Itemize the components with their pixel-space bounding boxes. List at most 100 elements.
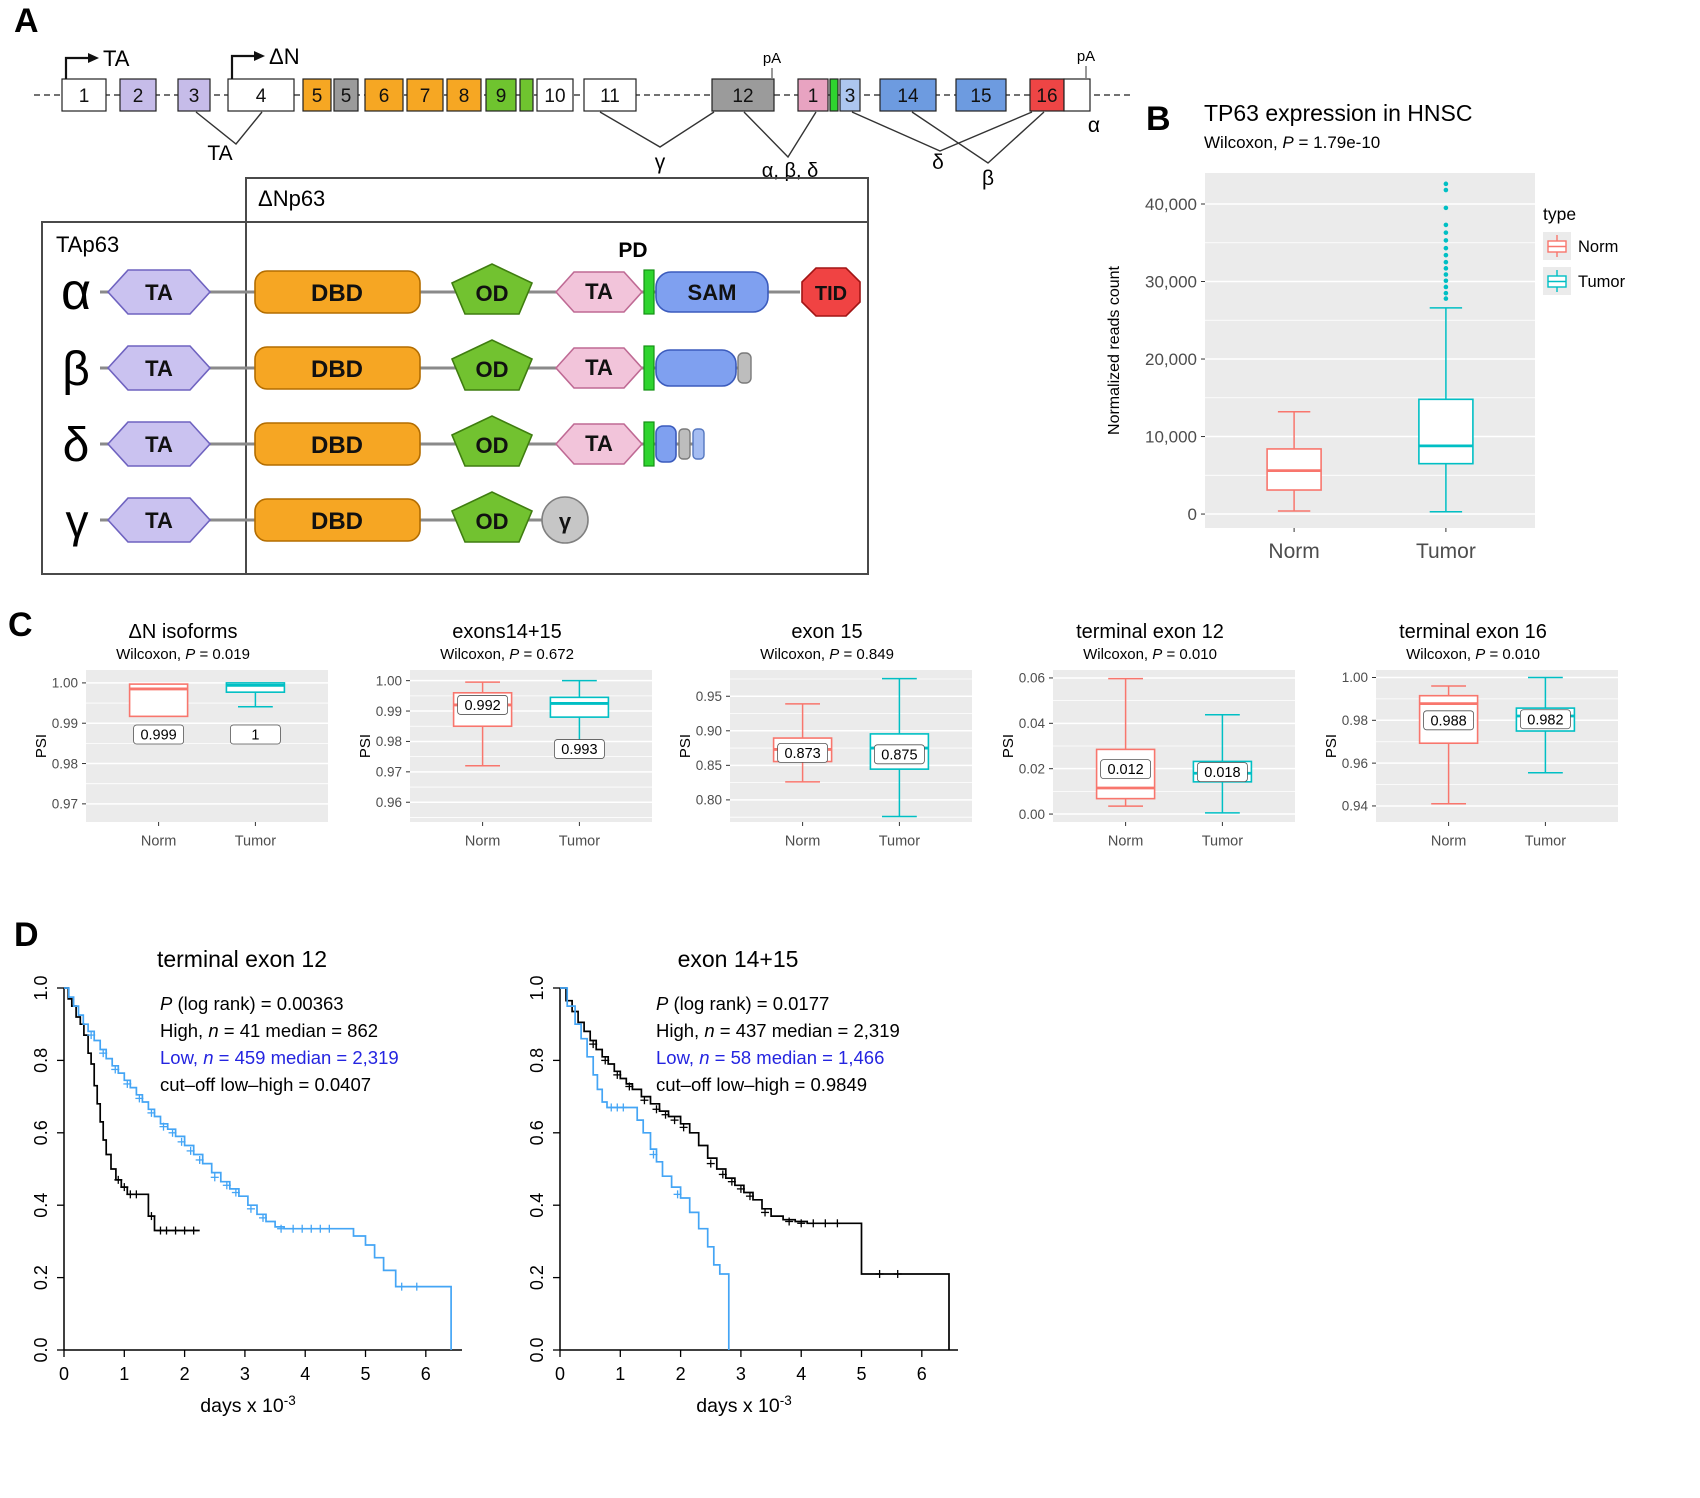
y-tick-label: 1.0 [527, 975, 547, 1000]
median-label-box [777, 743, 828, 763]
od-domain-shape [450, 415, 534, 467]
exons14-15-chart: 0.960.970.980.991.00PSI0.992Norm0.993Tum… [357, 670, 652, 850]
exon-box [177, 78, 211, 112]
km-annotation: High, n = 437 median = 2,319 [656, 1020, 900, 1041]
x-category-label: Tumor [1525, 834, 1567, 850]
median-label: 0.018 [1204, 765, 1240, 781]
km-annotation: P (log rank) = 0.0177 [656, 993, 829, 1014]
x-tick-label: 3 [736, 1364, 746, 1384]
y-tick-label: 0.00 [1019, 807, 1045, 822]
isoform-beta-label: β [62, 343, 90, 396]
panel-bg [86, 670, 328, 822]
panel-bg [1205, 173, 1535, 528]
pd-domain-shape [643, 269, 655, 315]
exon-box [333, 78, 359, 112]
dn-promoter-arrow [230, 54, 254, 79]
median-label: 0.873 [784, 746, 820, 762]
exon-box [1029, 78, 1065, 112]
median-label-box [1423, 710, 1474, 731]
y-tick-label: 0 [1188, 505, 1197, 524]
exon-box [711, 78, 775, 112]
x-tick-label: 5 [361, 1364, 371, 1384]
x-axis-title: days x 10-3 [200, 1393, 295, 1417]
panel-d-label: D [14, 916, 39, 954]
psi-plot-terminal-exon-12: terminal exon 12 Wilcoxon, P = 0.010 0.0… [995, 620, 1305, 864]
y-tick-label: 0.94 [1342, 799, 1369, 814]
y-axis-title: PSI [677, 734, 694, 758]
exon-label: 10 [544, 86, 565, 107]
y-axis-title: PSI [1323, 734, 1340, 758]
median-label: 0.999 [140, 728, 176, 744]
y-tick-label: 0.2 [31, 1265, 51, 1290]
outlier-point [1443, 230, 1449, 235]
tap63-label: TAp63 [56, 232, 119, 257]
x-tick-label: 2 [676, 1364, 686, 1384]
y-tick-label: 0.6 [527, 1120, 547, 1145]
x-tick-label: 1 [119, 1364, 129, 1384]
y-axis-title: PSI [357, 734, 374, 758]
median-label: 0.988 [1430, 713, 1466, 729]
x-tick-label: 4 [300, 1364, 310, 1384]
median-label-box [133, 724, 184, 745]
outlier-point [1443, 272, 1449, 277]
beta-tail-shape [737, 352, 752, 384]
plot-title: exon 15 [791, 621, 863, 643]
y-tick-label: 0.98 [1342, 713, 1368, 728]
median-label: 0.012 [1107, 762, 1143, 778]
gamma-tail-label: γ [559, 509, 572, 534]
subtitle-post: = 0.010 [1162, 646, 1217, 663]
abd-splice-label: α, β, δ [762, 160, 818, 182]
x-category-label: Norm [785, 834, 820, 850]
median-label: 0.875 [881, 747, 917, 763]
y-tick-label: 1.00 [1342, 670, 1368, 685]
exon-box [879, 78, 937, 112]
km-curve-low [560, 987, 730, 1350]
median-label-box [873, 744, 925, 765]
y-tick-label: 40,000 [1145, 195, 1197, 214]
alpha-terminal-label: α [1088, 114, 1100, 137]
exon-box [406, 78, 444, 112]
outlier-point [1443, 259, 1449, 265]
plot-subtitle: Wilcoxon, P = 0.849 [672, 645, 982, 664]
outlier-point [1443, 245, 1449, 251]
isoform-alpha-label: α [61, 263, 91, 321]
x-category-label: Tumor [1416, 540, 1476, 563]
y-tick-label: 0.04 [1019, 716, 1046, 731]
ta2-domain-label: TA [585, 279, 613, 304]
exon-label: 15 [970, 86, 991, 107]
delta-tail-shape [655, 425, 677, 463]
exon-label: 11 [600, 86, 620, 107]
y-tick-label: 0.0 [527, 1337, 547, 1362]
x-category-label: Tumor [879, 834, 921, 850]
km-curve-high [560, 987, 950, 1350]
box-tumor [1418, 398, 1474, 465]
x-tick-label: 6 [421, 1364, 431, 1384]
outlier-point [1443, 266, 1449, 271]
x-category-label: Norm [141, 834, 176, 850]
median-label-box [1519, 709, 1571, 730]
subtitle-post: = 1.79e-10 [1293, 133, 1381, 152]
median-label-box [1196, 762, 1248, 782]
box-tumor [549, 696, 610, 718]
exon-box [61, 78, 107, 112]
exon-label: 4 [256, 86, 267, 107]
outlier-point [1443, 181, 1449, 187]
ta2-domain-shape [554, 347, 644, 389]
y-tick-label: 0.4 [31, 1193, 51, 1218]
x-tick-label: 0 [555, 1364, 565, 1384]
panel-b-label: B [1146, 100, 1171, 138]
y-tick-label: 0.85 [696, 758, 722, 773]
subtitle-pre: Wilcoxon, [1083, 646, 1153, 663]
panel-bg [410, 670, 652, 822]
median-label: 0.993 [561, 742, 597, 758]
subtitle-pre: Wilcoxon, [1204, 133, 1283, 152]
exon-label: 7 [420, 86, 431, 107]
